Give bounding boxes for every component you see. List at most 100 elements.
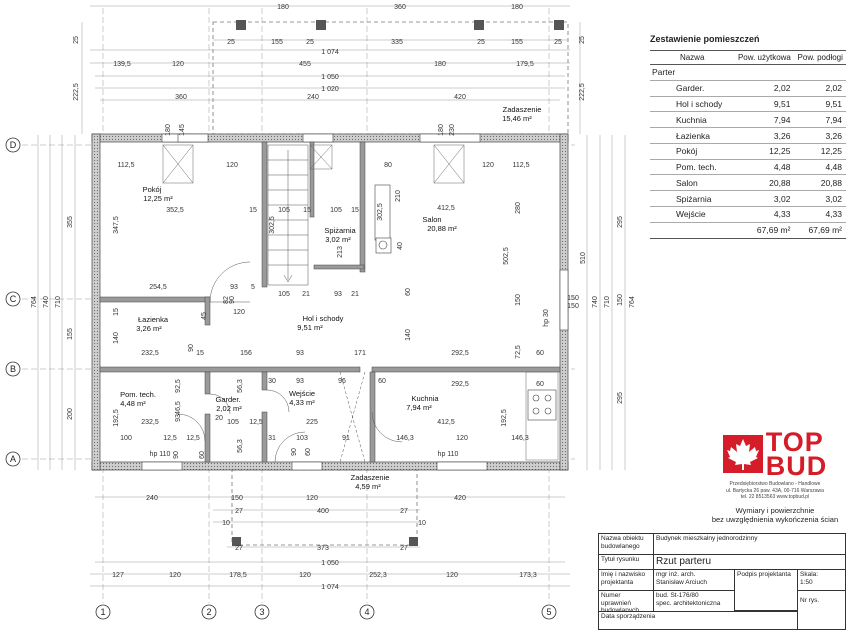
dim-bottom-120-b: 120 (299, 572, 311, 579)
canopy-top-area: 15,46 m² (502, 114, 532, 123)
room-area-spizarnia: 3,02 m² (325, 235, 351, 244)
dim-left-top-25: 25 (73, 36, 80, 44)
idim-28: 150 (515, 294, 522, 306)
room-name-pokoj: Pokój (143, 185, 162, 194)
idim-8: 105 (278, 207, 290, 214)
note-line-1: Wymiary i powierzchnie (735, 505, 815, 515)
tb-sheet-label: Nr rys. (797, 590, 846, 630)
dim-bottom-10-b: 10 (418, 520, 426, 527)
idim-23: 93 (334, 291, 342, 298)
idim-41: 30 (268, 378, 276, 385)
window-label-180-a: 180 (165, 124, 172, 136)
dim-top-25-a: 25 (227, 39, 235, 46)
header-name: Nazwa (650, 50, 735, 65)
dim-top-420: 420 (454, 94, 466, 101)
dim-bottom-27-d: 27 (400, 545, 408, 552)
dim-left-710: 710 (55, 296, 62, 308)
room-name-wejscie: Wejście (289, 389, 315, 398)
tb-designer-label: Imię i nazwisko projektanta (598, 569, 654, 591)
dim-left-155: 155 (67, 328, 74, 340)
dim-bottom-173-3: 173,3 (519, 572, 537, 579)
total-floor: 67,69 m² (794, 222, 846, 239)
idim-49: 412,5 (437, 419, 455, 426)
idim-16: 302,5 (377, 203, 384, 221)
idim-69: 31 (268, 435, 276, 442)
idim-60: 192,5 (501, 409, 508, 427)
idim-29: 502,5 (503, 247, 510, 265)
axis-label-5: 5 (546, 607, 551, 617)
idim-0: 112,5 (118, 162, 135, 169)
company-address: ul. Bartycka 26 paw. 43A, 00-716 Warszaw… (726, 487, 824, 494)
idim-37: 60 (536, 350, 544, 357)
room-area-salon: 20,88 m² (427, 224, 457, 233)
axis-label-3: 3 (259, 607, 264, 617)
dim-top-1050: 1 050 (321, 74, 339, 81)
tb-license-value: bud. St-176/80 spec. architektoniczna (653, 590, 735, 612)
dim-left-top-222-5: 222,5 (73, 83, 80, 101)
idim-5: 352,5 (166, 207, 184, 214)
window-label-hp30: hp 30 (543, 309, 550, 327)
axis-label-1: 1 (100, 607, 105, 617)
total-usable: 67,69 m² (734, 222, 795, 239)
idim-35: 171 (354, 350, 366, 357)
dim-top-360-b: 360 (175, 94, 187, 101)
rooms-table-grid: Nazwa Pow. użytkowa Pow. podłogi Parter … (650, 50, 846, 239)
idim-39: 46,5 (175, 401, 182, 415)
idim-38: 92,5 (175, 379, 182, 393)
maple-leaf-icon (722, 435, 763, 473)
dim-bottom-1074: 1 074 (321, 584, 339, 591)
dim-top-240: 240 (307, 94, 319, 101)
idim-47: 93 (175, 414, 182, 422)
tb-designer-line-2: Stanisław Arciuch (656, 578, 707, 586)
window-label-hp110-b: hp 110 (438, 451, 459, 458)
idim-66: 45 (201, 312, 208, 320)
tb-designer-line-1: mgr inż. arch. (656, 571, 696, 578)
dim-right-top-222-5: 222,5 (579, 83, 586, 101)
dim-bottom-1050: 1 050 (321, 560, 339, 567)
tb-designer-value: mgr inż. arch. Stanisław Arciuch (653, 569, 735, 591)
tb-scale-value: 1:50 (800, 578, 813, 586)
idim-76: 213 (337, 246, 344, 258)
dim-top-1074: 1 074 (321, 49, 339, 56)
tb-title-label: Tytuł rysunku (598, 554, 654, 570)
idim-53: 105 (227, 419, 239, 426)
dim-top-335: 335 (391, 39, 403, 46)
dim-top-155-a: 155 (271, 39, 283, 46)
room-area-pokoj: 12,25 m² (143, 194, 173, 203)
idim-36: 292,5 (451, 350, 469, 357)
dim-top-25-b: 25 (306, 39, 314, 46)
dim-bottom-373: 373 (317, 545, 329, 552)
dim-bottom-178-5: 178,5 (229, 572, 247, 579)
idim-34: 93 (296, 350, 304, 357)
idim-42: 93 (296, 378, 304, 385)
room-area-garder: 2,02 m² (216, 404, 242, 413)
dim-right-764: 764 (629, 296, 636, 308)
idim-44: 60 (378, 378, 386, 385)
idim-61: 60 (536, 381, 544, 388)
room-area-hol: 9,51 m² (297, 323, 323, 332)
fireplace (374, 184, 392, 254)
idim-51: 232,5 (141, 419, 159, 426)
dim-top-455: 455 (299, 61, 311, 68)
axis-label-a: A (10, 454, 16, 464)
dim-bottom-120: 120 (306, 495, 318, 502)
idim-4: 112,5 (513, 162, 530, 169)
idim-13: 280 (515, 202, 522, 214)
idim-54: 12,5 (249, 419, 263, 426)
dim-top-180-l: 180 (277, 4, 289, 11)
idim-9: 15 (303, 207, 311, 214)
idim-59: 146,3 (511, 435, 529, 442)
dim-top-180-m: 180 (434, 61, 446, 68)
idim-7: 15 (249, 207, 257, 214)
dim-left-200: 200 (67, 408, 74, 420)
brand-top: TOP (765, 427, 824, 457)
room-name-spizarnia: Spiżarnia (324, 226, 356, 235)
idim-67: 20 (215, 415, 223, 422)
idim-30: 15 (113, 308, 120, 316)
idim-31: 140 (113, 332, 120, 344)
